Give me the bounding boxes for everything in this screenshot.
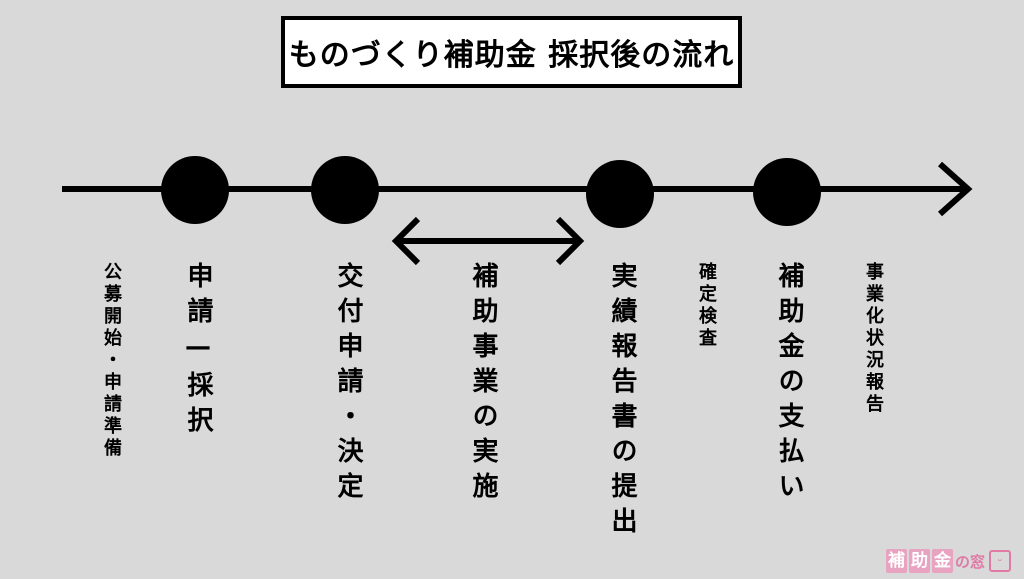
milestone-dot-payment [753,158,821,226]
diagram-title: ものづくり補助金 採択後の流れ [288,38,735,73]
milestone-dot-report [586,160,654,228]
label-apply: 申請—採択 [183,262,213,441]
logo-char-3: 金 [932,549,953,573]
label-project: 補助事業の実施 [468,262,498,507]
project-period-arrow [391,216,585,266]
milestone-dot-grant [311,156,379,224]
timeline-arrowhead [938,161,973,217]
title-box: ものづくり補助金 採択後の流れ [281,16,742,88]
label-report: 実績報告書の提出 [607,262,637,542]
label-payment: 補助金の支払い [774,262,804,507]
label-recruit: 公募開始・申請準備 [101,262,122,460]
label-grant: 交付申請・決定 [333,262,363,507]
logo-suffix: の窓 [955,552,986,571]
label-status: 事業化状況報告 [863,262,884,416]
logo-char-2: 助 [909,549,930,573]
brand-logo: 補 助 金 の窓 ᵕ [886,548,1012,574]
smile-face-icon: ᵕ [989,550,1012,572]
label-inspect: 確定検査 [696,262,717,350]
milestone-dot-apply [161,156,229,224]
logo-char-1: 補 [886,549,907,573]
